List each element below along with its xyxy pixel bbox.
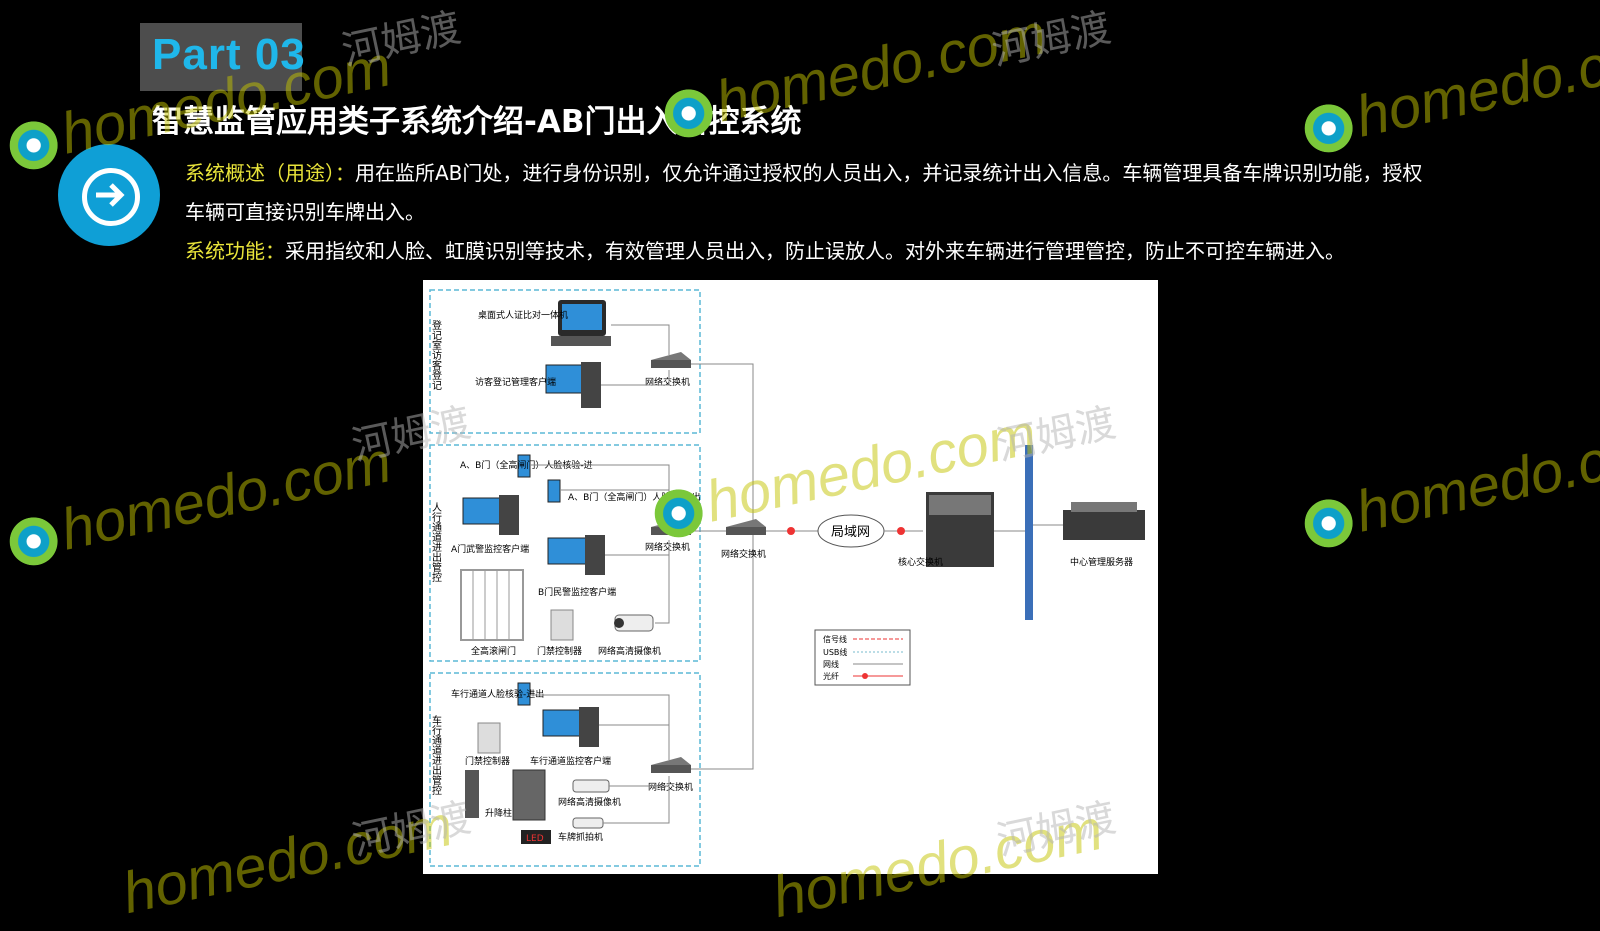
plate-camera-label: 车牌抓拍机 xyxy=(558,831,603,843)
part-badge xyxy=(140,23,302,91)
door-controller-icon xyxy=(550,609,574,641)
svg-text:USB线: USB线 xyxy=(823,647,847,657)
led-label: LED xyxy=(526,834,544,844)
car-hd-camera-icon xyxy=(572,779,610,793)
cabinet-icon xyxy=(512,769,546,821)
section-pedestrian-box xyxy=(429,444,701,662)
visitor-client-icon xyxy=(545,362,601,408)
car-door-ctrl-label: 门禁控制器 xyxy=(465,755,510,767)
arrow-circle-icon xyxy=(58,144,160,246)
hd-camera-icon xyxy=(614,614,654,632)
car-client-icon xyxy=(542,707,599,747)
visitor-client-label: 访客登记管理客户端 xyxy=(475,376,556,388)
watermark-4: homedo.com xyxy=(2,428,397,574)
overview-label: 系统概述（用途）： xyxy=(185,161,355,185)
svg-text:网线: 网线 xyxy=(823,659,839,669)
sec3-label: 车行通道进出管控 xyxy=(430,714,442,796)
fiber-marker-2 xyxy=(897,527,905,535)
svg-text:光纤: 光纤 xyxy=(823,671,839,681)
face-terminal-out-icon xyxy=(547,479,561,503)
bollard-icon xyxy=(465,770,479,818)
b-client-label: B门民警监控客户端 xyxy=(538,586,616,598)
watermark-cn-2: 河姆渡 xyxy=(987,4,1115,75)
hd-camera-label: 网络高清摄像机 xyxy=(598,645,661,657)
car-hd-camera-label: 网络高清摄像机 xyxy=(558,796,621,808)
turnstile-label: 全高滚闸门 xyxy=(471,645,516,657)
function-line: 系统功能：采用指纹和人脸、虹膜识别等技术，有效管理人员出入，防止误放人。对外来车… xyxy=(185,235,1345,264)
fiber-marker xyxy=(787,527,795,535)
switch-1-icon xyxy=(651,352,691,368)
a-client-icon xyxy=(462,495,519,535)
car-face-terminal-icon xyxy=(517,682,531,706)
plate-camera-icon xyxy=(572,817,604,829)
a-client-label: A门武警监控客户端 xyxy=(451,543,529,555)
section-registration-box xyxy=(429,289,701,434)
switch-3-icon xyxy=(651,757,691,773)
core-switch-icon xyxy=(926,492,994,567)
watermark-6: homedo.com xyxy=(1297,410,1600,556)
car-client-label: 车行通道监控客户端 xyxy=(530,755,611,767)
overview-line1: 系统概述（用途）：用在监所AB门处，进行身份识别，仅允许通过授权的人员出入，并记… xyxy=(185,157,1422,186)
b-client-icon xyxy=(547,535,605,575)
system-diagram: 登记室访客登记 人行通道进出管控 车行通道进出管控 桌面式人证比对一体机 访客登… xyxy=(423,280,1158,874)
switch-2-label: 网络交换机 xyxy=(645,541,690,553)
server-label: 中心管理服务器 xyxy=(1070,556,1133,568)
function-text: 采用指纹和人脸、虹膜识别等技术，有效管理人员出入，防止误放人。对外来车辆进行管理… xyxy=(285,239,1345,263)
car-face-label: 车行通道人脸核验-进出 xyxy=(451,688,544,700)
bollard-label: 升降柱 xyxy=(485,807,512,819)
desktop-terminal-icon xyxy=(551,300,611,346)
part-label: Part 03 xyxy=(152,30,306,79)
core-switch-label: 核心交换机 xyxy=(898,556,943,568)
car-door-controller-icon xyxy=(477,722,501,754)
turnstile-icon xyxy=(460,569,524,641)
overview-text-1: 用在监所AB门处，进行身份识别，仅允许通过授权的人员出入，并记录统计出入信息。车… xyxy=(355,161,1423,185)
sec2-label: 人行通道进出管控 xyxy=(430,502,442,583)
switch-4-label: 网络交换机 xyxy=(721,548,766,560)
door-ctrl-label: 门禁控制器 xyxy=(537,645,582,657)
switch-4-icon xyxy=(726,519,766,535)
svg-text:信号线: 信号线 xyxy=(823,634,847,644)
ab-face-in-label: A、B门（全高闸门）人脸核验-进 xyxy=(460,459,593,471)
desktop-terminal-label: 桌面式人证比对一体机 xyxy=(478,309,568,321)
switch-1-label: 网络交换机 xyxy=(645,376,690,388)
overview-line2: 车辆可直接识别车牌出入。 xyxy=(185,200,425,224)
watermark-cn-1: 河姆渡 xyxy=(337,4,465,75)
function-label: 系统功能： xyxy=(185,239,285,263)
led-display-icon xyxy=(521,830,551,844)
face-terminal-in-icon xyxy=(517,454,531,478)
legend: 信号线 USB线 网线 光纤 xyxy=(814,629,911,686)
switch-3-label: 网络交换机 xyxy=(648,781,693,793)
lan-label: 局域网 xyxy=(831,525,870,540)
server-icon xyxy=(1063,502,1145,540)
watermark-3: homedo.com xyxy=(1297,15,1600,161)
sec1-label: 登记室访客登记 xyxy=(430,319,442,390)
backbone-bar xyxy=(1025,445,1033,620)
